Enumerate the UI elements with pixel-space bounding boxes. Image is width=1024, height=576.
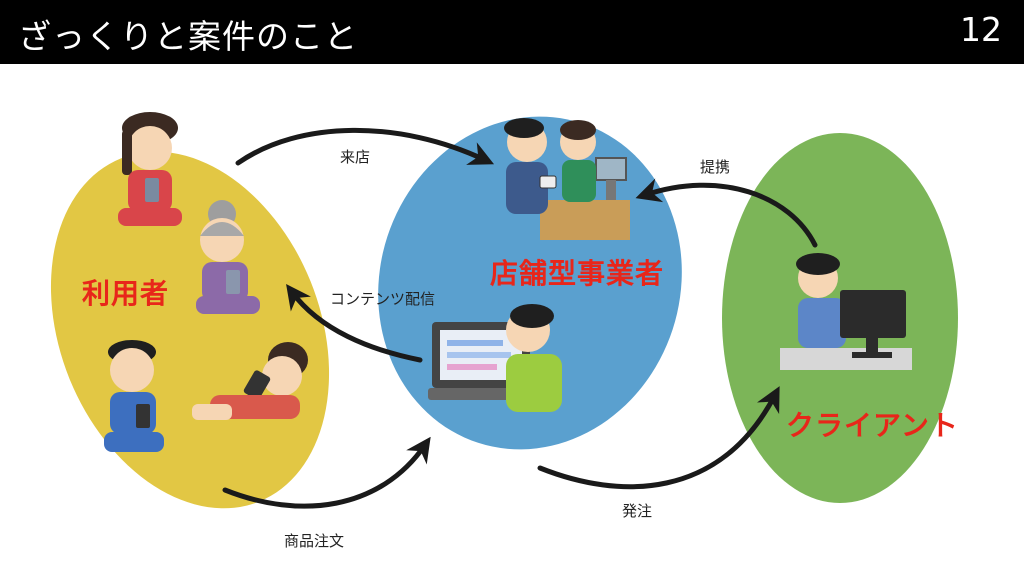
grandmother-illustration — [196, 200, 260, 314]
placement-arrow — [537, 386, 780, 490]
lying-woman-illustration — [192, 342, 308, 420]
order-label: 商品注文 — [284, 532, 345, 550]
page-number: 12 — [960, 10, 1002, 49]
content-arrow — [286, 283, 423, 363]
boy-with-phone-illustration — [104, 340, 164, 452]
laptop-worker-illustration — [428, 304, 562, 412]
client-worker-illustration — [780, 253, 912, 370]
visit-arrow — [235, 127, 495, 166]
shop-counter-illustration — [504, 118, 630, 240]
woman-with-phone-illustration — [118, 112, 182, 226]
slide-header: ざっくりと案件のこと 12 — [0, 0, 1024, 64]
visit-label: 来店 — [340, 148, 371, 166]
slide-title: ざっくりと案件のこと — [18, 17, 358, 56]
users-ellipse — [50, 151, 330, 509]
order-arrow — [222, 436, 431, 509]
stores-group-label: 店舗型事業者 — [490, 257, 665, 290]
placement-label: 発注 — [622, 502, 653, 520]
client-group-label: クライアント — [786, 409, 959, 442]
content-delivery-label: コンテンツ配信 — [330, 290, 436, 308]
partnership-label: 提携 — [700, 158, 731, 176]
partnership-arrow — [635, 178, 818, 248]
users-group-label: 利用者 — [82, 277, 170, 310]
